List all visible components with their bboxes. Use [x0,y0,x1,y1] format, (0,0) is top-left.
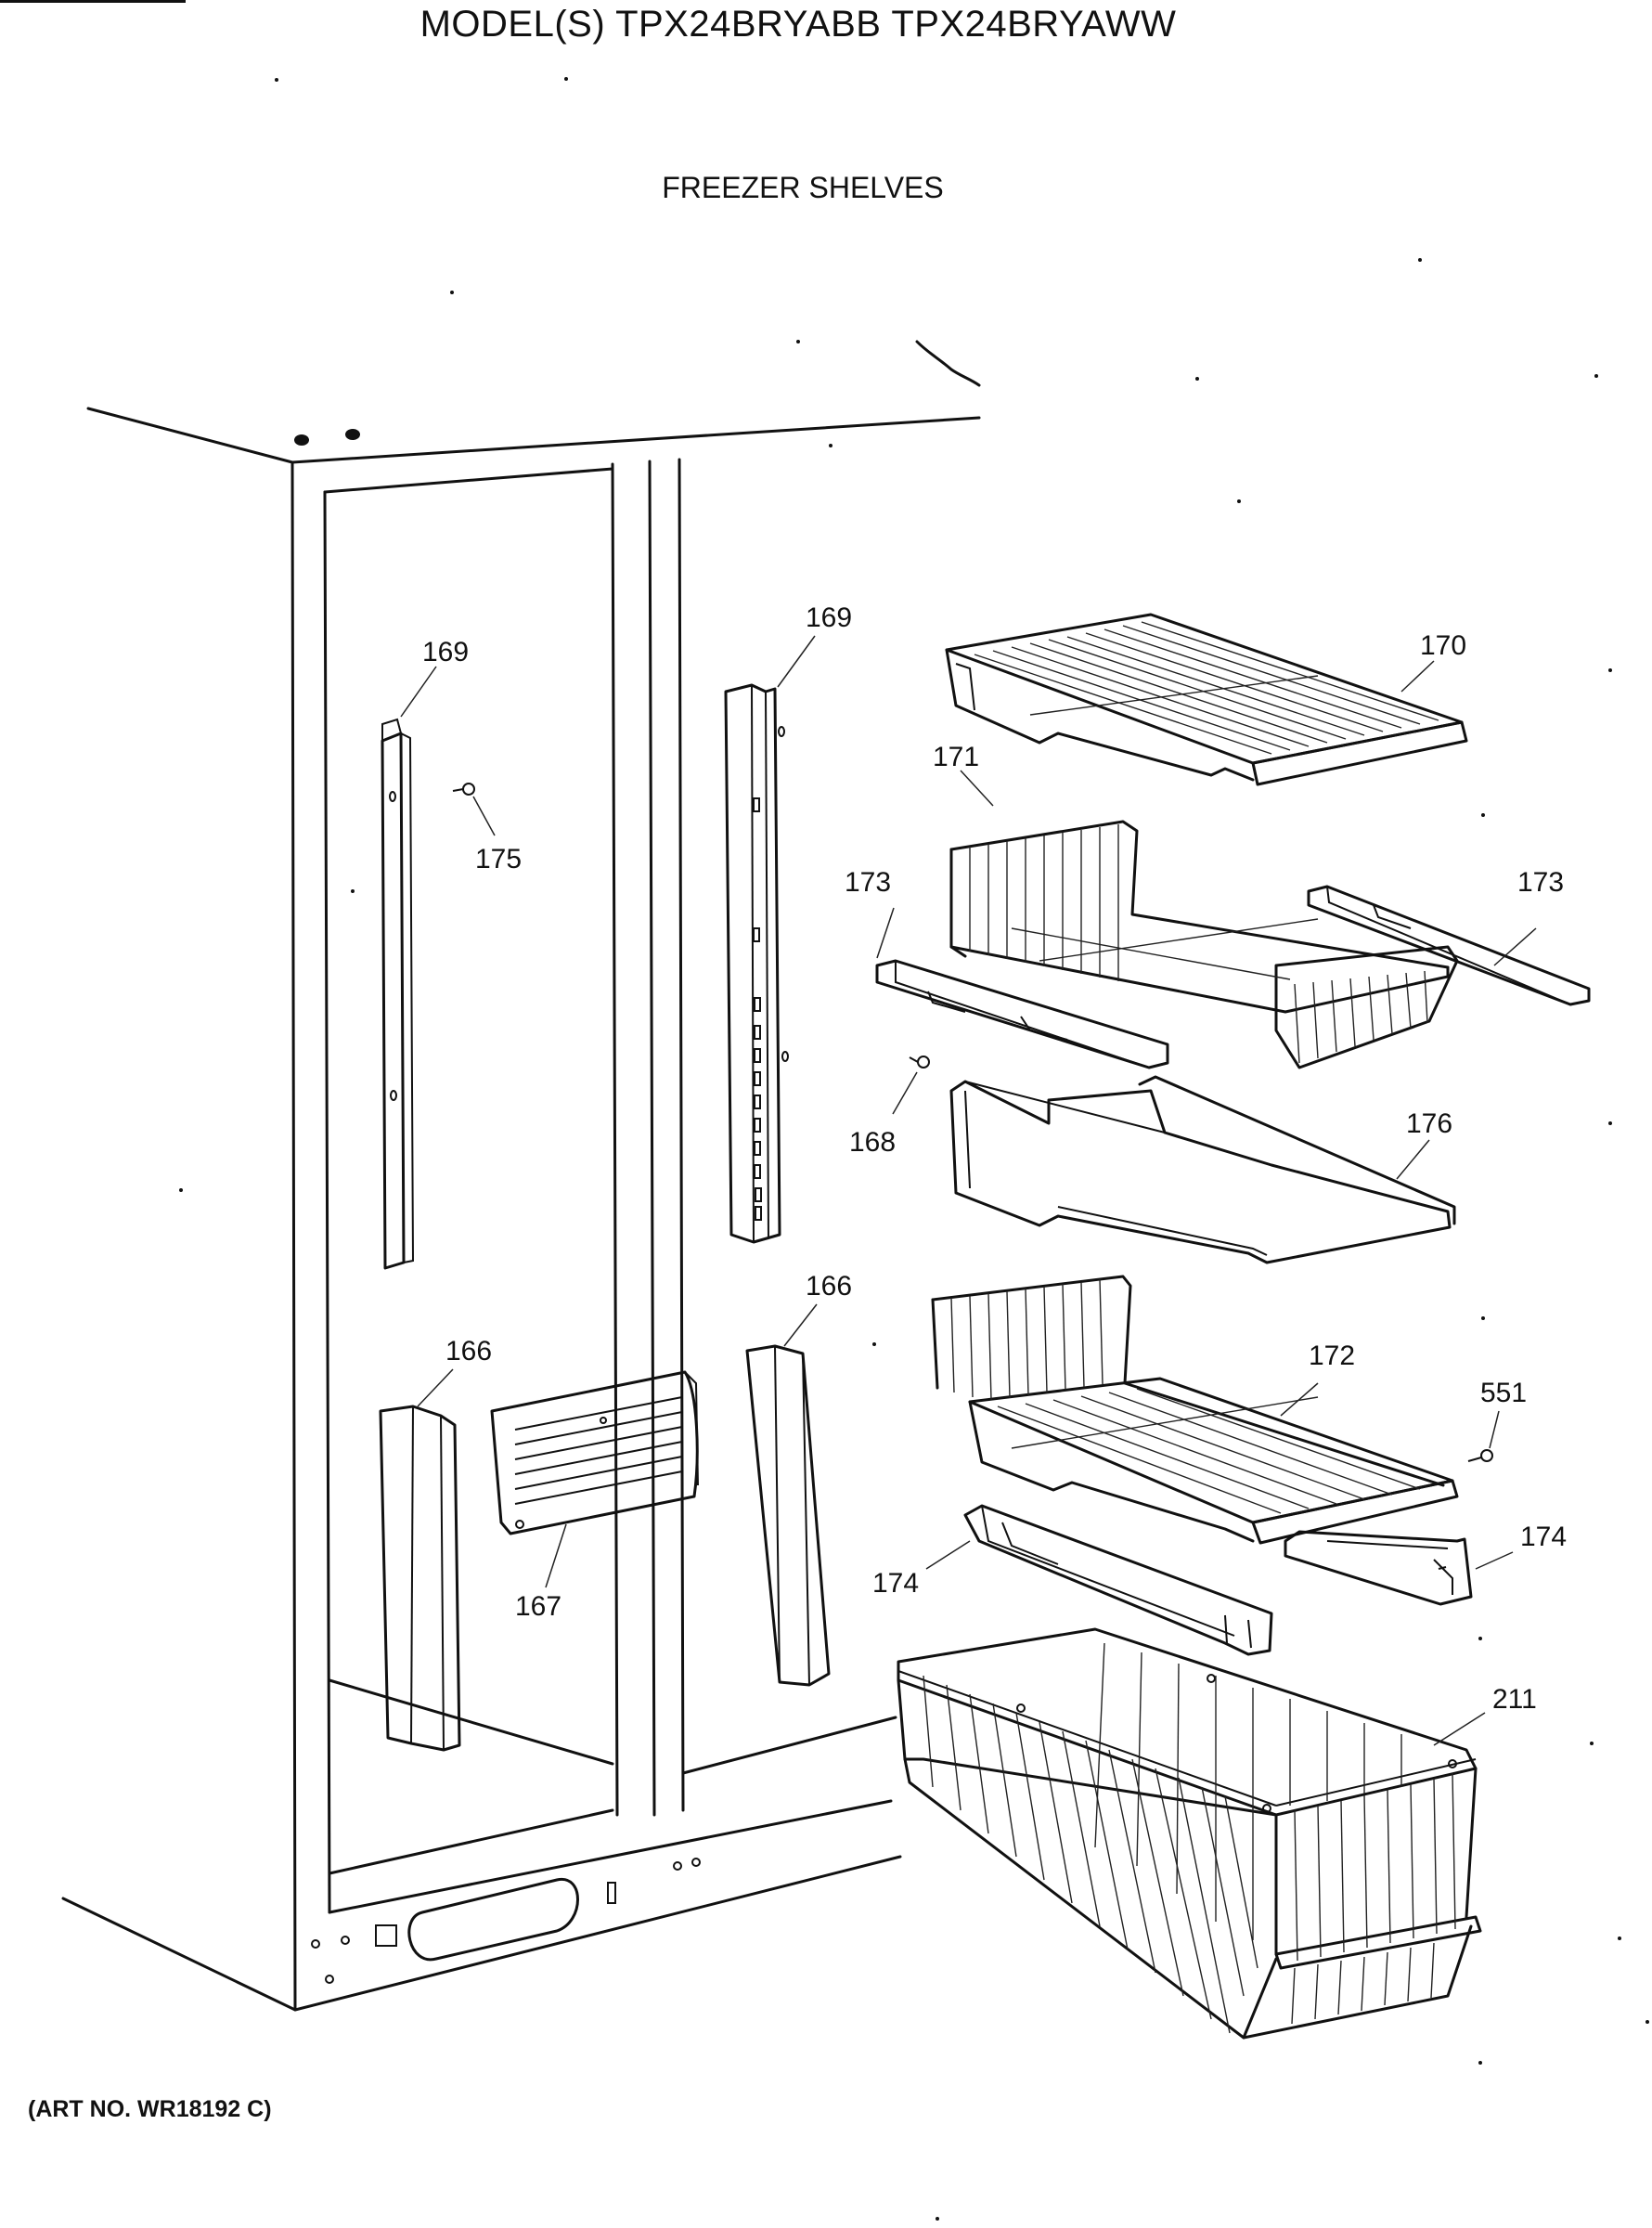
part-166-right-rail-cover [745,1303,831,1687]
callout-169-right: 169 [806,602,852,633]
part-169-left-shelf-rail [381,666,437,1270]
corner-rule [0,0,186,3]
part-167-air-vent-cover [490,1370,699,1588]
callout-166-left: 166 [445,1336,492,1367]
callout-174-left: 174 [872,1568,919,1599]
callout-171: 171 [933,742,979,772]
part-168-screw [892,1056,930,1115]
callout-167: 167 [515,1591,561,1622]
freezer-cabinet [61,340,981,2012]
part-169-right-shelf-rail [724,635,816,1244]
part-173-left-shelf-slide [875,907,1169,1069]
part-175-screw [452,783,496,836]
callout-211: 211 [1492,1684,1537,1715]
callout-168: 168 [849,1127,896,1158]
section-title: FREEZER SHELVES [662,171,944,204]
part-171-wire-basket [949,770,1459,1069]
art-number: (ART NO. WR18192 C) [28,2096,272,2122]
part-174-right-slide-support [1284,1530,1514,1606]
callout-174-right: 174 [1520,1522,1567,1552]
callout-172: 172 [1309,1341,1355,1371]
part-551-screw [1467,1410,1500,1462]
callout-176: 176 [1406,1108,1452,1139]
callout-170: 170 [1420,630,1466,661]
part-211-freezer-basket [897,1627,1486,2040]
part-173-right-shelf-slide [1307,885,1591,1006]
callout-175: 175 [475,844,522,874]
callout-166-right: 166 [806,1271,852,1302]
part-172-shelf-with-wire-rack [931,1275,1459,1545]
part-176-shelf-frame [949,1075,1456,1264]
callout-551: 551 [1480,1378,1527,1408]
callout-169-left: 169 [422,637,469,667]
callout-173-right: 173 [1517,867,1564,898]
part-166-left-rail-cover [379,1368,461,1752]
callout-173-left: 173 [845,867,891,898]
part-174-left-slide-support [925,1504,1273,1656]
model-title: MODEL(S) TPX24BRYABB TPX24BRYAWW [419,4,1177,45]
scan-specks [179,77,1649,2221]
part-170-freezer-shelf [945,613,1468,786]
